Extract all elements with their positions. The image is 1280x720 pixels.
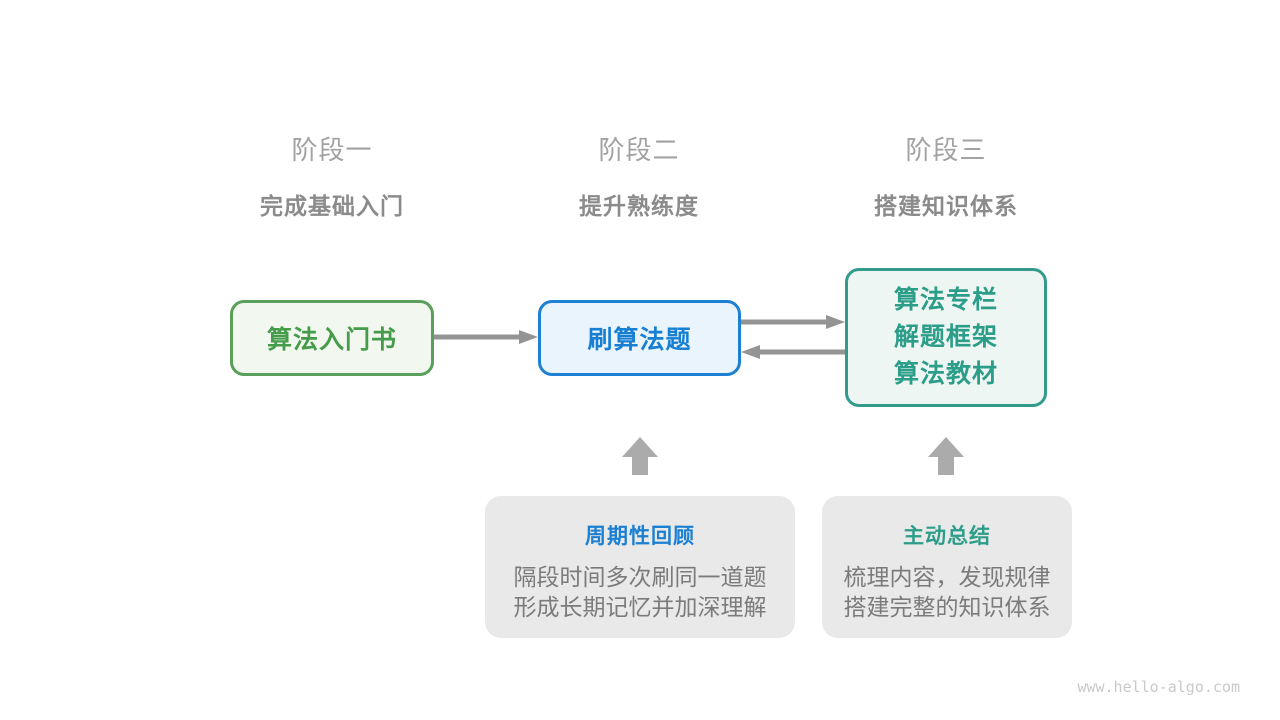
stage1-subtitle: 完成基础入门	[260, 193, 404, 219]
stage3-subtitle: 搭建知识体系	[874, 193, 1018, 219]
watermark: www.hello-algo.com	[1077, 678, 1240, 696]
note-line: 搭建完整的知识体系	[843, 594, 1051, 620]
node-resources-line-3: 算法教材	[893, 360, 998, 388]
node-resources-line-2: 解题框架	[893, 323, 998, 351]
right-arrow-icon	[741, 315, 845, 329]
up-block-arrow-icon	[928, 437, 964, 475]
stage1-label: 阶段一	[291, 135, 373, 165]
note-active-summary: 主动总结 梳理内容，发现规律 搭建完整的知识体系	[822, 496, 1072, 638]
stage2-header: 阶段二 提升熟练度	[489, 130, 789, 221]
note-periodic-review-body: 隔段时间多次刷同一道题 形成长期记忆并加深理解	[485, 562, 795, 622]
stage3-header: 阶段三 搭建知识体系	[796, 130, 1096, 221]
node-practice-label: 刷算法题	[587, 326, 692, 354]
left-arrow-icon	[741, 345, 845, 359]
up-block-arrow-icon	[622, 437, 658, 475]
node-resources-line-1: 算法专栏	[893, 286, 998, 314]
right-arrow-icon	[434, 330, 538, 344]
stage2-label: 阶段二	[598, 135, 680, 165]
stage1-header: 阶段一 完成基础入门	[182, 130, 482, 221]
note-line: 梳理内容，发现规律	[843, 564, 1051, 590]
note-line: 隔段时间多次刷同一道题	[513, 564, 767, 590]
node-resources: 算法专栏 解题框架 算法教材	[845, 268, 1047, 407]
node-intro-book: 算法入门书	[230, 300, 434, 376]
node-intro-book-label: 算法入门书	[266, 326, 397, 354]
node-practice: 刷算法题	[538, 300, 741, 376]
note-active-summary-body: 梳理内容，发现规律 搭建完整的知识体系	[822, 562, 1072, 622]
stage2-subtitle: 提升熟练度	[579, 193, 699, 219]
stage3-label: 阶段三	[905, 135, 987, 165]
note-active-summary-title: 主动总结	[903, 525, 991, 548]
note-periodic-review-title: 周期性回顾	[585, 525, 695, 548]
note-line: 形成长期记忆并加深理解	[513, 594, 767, 620]
note-periodic-review: 周期性回顾 隔段时间多次刷同一道题 形成长期记忆并加深理解	[485, 496, 795, 638]
